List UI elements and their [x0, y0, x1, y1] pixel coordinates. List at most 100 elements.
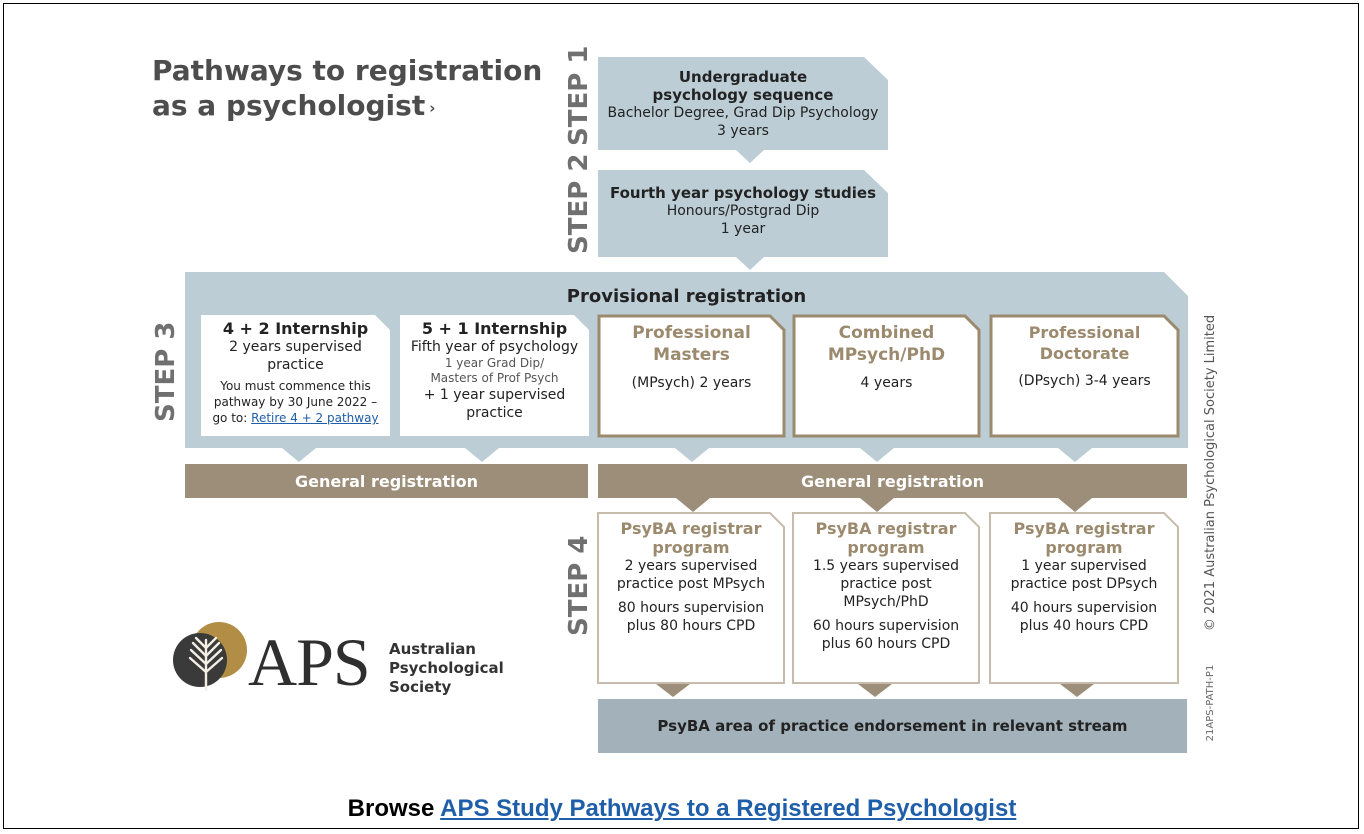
arrow-down: [1060, 684, 1094, 697]
internship-51-small-1: 1 year Grad Dip/: [444, 356, 545, 370]
document-code: 21APS-PATH-P1: [1205, 664, 1216, 742]
general-bar-right: [598, 464, 1187, 498]
general-registration-right: General registration: [800, 471, 985, 491]
registrar-box-3: [989, 512, 1179, 684]
registrar-1-l1: 2 years supervised: [624, 558, 758, 574]
registrar-program-2: PsyBA registrar program 1.5 years superv…: [793, 519, 979, 653]
logo-acronym: APS: [248, 624, 371, 700]
combined-content: Combined MPsych/PhD 4 years: [794, 322, 979, 392]
arrow-down: [465, 448, 499, 462]
doctorate-content: Professional Doctorate (DPsych) 3-4 year…: [991, 322, 1178, 390]
general-bar-left: [185, 464, 588, 498]
registrar-1-l4: 80 hours supervision: [617, 600, 765, 616]
step4-label: STEP 4: [564, 535, 594, 636]
registrar-3-l4: 40 hours supervision: [1010, 600, 1158, 616]
page-title: Pathways to registration as a psychologi…: [152, 53, 542, 128]
step2-content: Fourth year psychology studies Honours/P…: [598, 184, 888, 238]
arrow-down: [675, 448, 709, 462]
logo-name-3: Society: [389, 678, 452, 696]
combined-heading-2: MPsych/PhD: [827, 345, 946, 365]
step2-label: STEP 2: [564, 153, 594, 254]
step1-box: [598, 57, 888, 163]
registrar-2-l5: plus 60 hours CPD: [821, 636, 951, 652]
general-registration-left: General registration: [294, 471, 479, 491]
step3-label: STEP 3: [151, 321, 181, 422]
internship-42-note-3: go to:: [212, 411, 248, 425]
registrar-1-l2: practice post MPsych: [616, 576, 766, 592]
registrar-2-l2: practice post: [840, 576, 932, 592]
doctorate-line: (DPsych) 3-4 years: [1018, 373, 1151, 389]
masters-heading-2: Masters: [653, 345, 730, 365]
internship-42-line-1: 2 years supervised: [229, 339, 362, 355]
internship-42-heading: 4 + 2 Internship: [222, 319, 369, 338]
registrar-3-l5: plus 40 hours CPD: [1019, 618, 1149, 634]
title-line-2: as a psychologist: [152, 89, 426, 122]
endorsement-bar: [598, 699, 1187, 753]
combined-heading-1: Combined: [838, 323, 935, 343]
internship-51-line-1: Fifth year of psychology: [410, 339, 579, 355]
doctorate-heading-1: Professional: [1028, 323, 1141, 342]
step2-line-1: Honours/Postgrad Dip: [666, 203, 820, 219]
registrar-1-l5: plus 80 hours CPD: [626, 618, 756, 634]
step2-box: [598, 170, 888, 270]
title-line-1: Pathways to registration: [152, 54, 543, 87]
study-pathways-link[interactable]: APS Study Pathways to a Registered Psych…: [440, 795, 1017, 822]
doctorate-box: [989, 314, 1180, 438]
page-frame: [3, 3, 1359, 829]
arrow-down: [282, 448, 316, 462]
step1-content: Undergraduate psychology sequence Bachel…: [598, 68, 888, 140]
masters-line: (MPsych) 2 years: [631, 375, 752, 391]
arrow-down: [1058, 498, 1092, 512]
arrow-down: [656, 684, 690, 697]
registrar-2-l4: 60 hours supervision: [812, 618, 960, 634]
step1-line-2: 3 years: [717, 123, 769, 139]
internship-51-line-3: practice: [466, 405, 523, 421]
browse-footer: Browse APS Study Pathways to a Registere…: [0, 795, 1364, 823]
internship-42-note-1: You must commence this: [220, 379, 371, 393]
step1-label: STEP 1: [564, 45, 594, 146]
arrow-down: [860, 448, 894, 462]
internship-42-content: 4 + 2 Internship 2 years supervised prac…: [201, 319, 390, 426]
logo-name: Australian Psychological Society: [389, 640, 504, 697]
registrar-3-heading-2: program: [1045, 538, 1123, 557]
combined-box: [792, 314, 981, 438]
registrar-1-heading-1: PsyBA registrar: [620, 519, 762, 538]
logo-name-2: Psychological: [389, 659, 504, 677]
registrar-box-2: [792, 512, 980, 684]
copyright-text: © 2021 Australian Psychological Society …: [1203, 314, 1218, 632]
registrar-program-3: PsyBA registrar program 1 year supervise…: [990, 519, 1178, 635]
arrow-down: [676, 498, 710, 512]
step1-line-1: Bachelor Degree, Grad Dip Psychology: [607, 105, 879, 121]
step1-heading-2: psychology sequence: [652, 86, 834, 104]
masters-content: Professional Masters (MPsych) 2 years: [599, 322, 784, 392]
step2-heading: Fourth year psychology studies: [609, 184, 877, 202]
internship-42-note-2: pathway by 30 June 2022 –: [213, 395, 378, 409]
registrar-3-l2: practice post DPsych: [1010, 576, 1158, 592]
chevron-right-icon: ›: [429, 99, 436, 117]
browse-prefix: Browse: [347, 795, 435, 822]
logo-name-1: Australian: [389, 640, 476, 658]
registrar-2-l1: 1.5 years supervised: [812, 558, 960, 574]
registrar-1-heading-2: program: [652, 538, 730, 557]
step2-line-2: 1 year: [720, 221, 766, 237]
registrar-program-1: PsyBA registrar program 2 years supervis…: [598, 519, 784, 635]
step1-heading-1: Undergraduate: [678, 68, 808, 86]
arrow-down: [858, 684, 892, 697]
registrar-2-heading-2: program: [847, 538, 925, 557]
retire-pathway-link[interactable]: Retire 4 + 2 pathway: [251, 411, 379, 425]
registrar-box-1: [597, 512, 785, 684]
leaf-icon: [188, 636, 224, 692]
internship-51-heading: 5 + 1 Internship: [421, 319, 568, 338]
arrow-down: [1058, 448, 1092, 462]
masters-heading-1: Professional: [632, 323, 751, 343]
internship-51-small-2: Masters of Prof Psych: [430, 371, 559, 385]
combined-line: 4 years: [860, 375, 913, 391]
internship-42-line-2: practice: [267, 357, 324, 373]
internship-51-content: 5 + 1 Internship Fifth year of psycholog…: [400, 319, 589, 422]
registrar-3-heading-1: PsyBA registrar: [1013, 519, 1155, 538]
registrar-2-heading-1: PsyBA registrar: [815, 519, 957, 538]
arrow-down: [860, 498, 894, 512]
internship-51-line-2: + 1 year supervised: [423, 387, 566, 403]
endorsement-text: PsyBA area of practice endorsement in re…: [657, 717, 1128, 735]
